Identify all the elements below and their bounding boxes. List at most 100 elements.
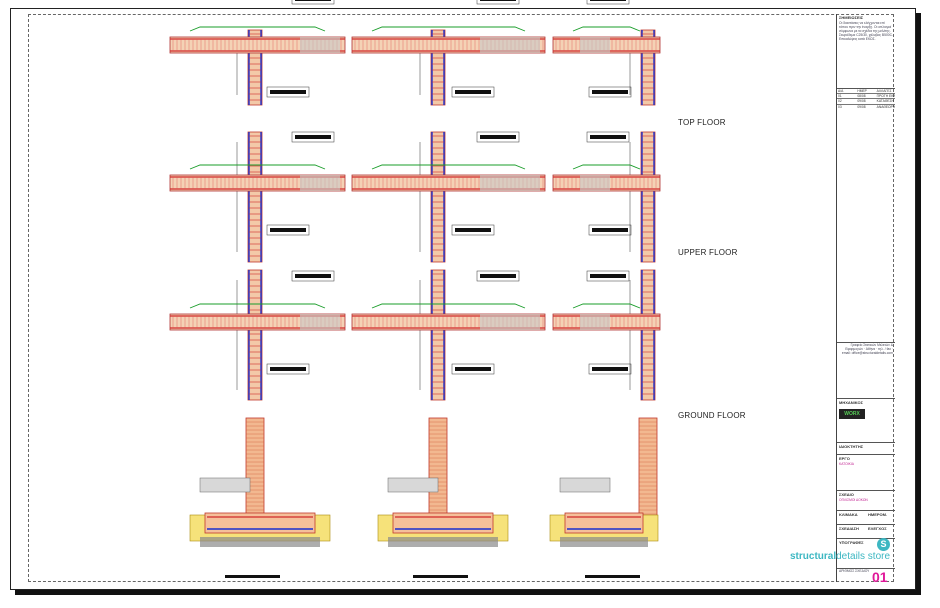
- company-logo: WORX: [839, 409, 865, 419]
- drawn-label: ΣΧΕΔΙΑΣΗ: [839, 526, 859, 531]
- footing-pad: [564, 512, 644, 534]
- footing-gravel: [200, 537, 320, 547]
- callout-frame: [451, 363, 495, 375]
- beam-hatch: [480, 37, 540, 53]
- beam-hatch: [580, 314, 610, 330]
- engineer-label: ΜΗΧΑΝΙΚΟΣ: [839, 400, 863, 405]
- callout-frame: [451, 224, 495, 236]
- callout-label: [592, 90, 628, 94]
- signatures-box: ΥΠΟΓΡΑΦΕΣ: [837, 538, 895, 578]
- callout-frame: [586, 131, 630, 143]
- office-box: Γραφείο Στατικών Μελετών & Εφαρμογών · Α…: [837, 342, 895, 398]
- callout-label: [295, 274, 331, 278]
- project-value: ΚΑΤΟΙΚΙΑ: [839, 462, 854, 466]
- callout-frame: [588, 86, 632, 98]
- column-section: [430, 269, 446, 401]
- callout-label: [270, 367, 306, 371]
- beam-bent-bar: [371, 303, 526, 309]
- callout-frame: [586, 270, 630, 282]
- floor-label-ground: GROUND FLOOR: [678, 411, 746, 420]
- callout-frame: [291, 0, 335, 5]
- footing-title-bar: [413, 575, 468, 578]
- callout-frame: [291, 131, 335, 143]
- callout-label: [455, 90, 491, 94]
- column-section: [640, 269, 656, 401]
- signatures-label: ΥΠΟΓΡΑΦΕΣ: [839, 540, 864, 545]
- title-block: ΣΗΜΕΙΩΣΕΙΣ Οι διαστάσεις να ελέγχονται ε…: [836, 14, 895, 582]
- callout-frame: [586, 0, 630, 5]
- drawing-label: ΣΧΕΔΙΟ: [839, 492, 854, 497]
- beam-bent-bar: [572, 303, 641, 309]
- callout-frame: [476, 131, 520, 143]
- footing-column: [638, 417, 658, 519]
- callout-label: [590, 274, 626, 278]
- beam-bent-bar: [572, 26, 641, 32]
- beam-bent-bar: [371, 164, 526, 170]
- footing-title-bar: [585, 575, 640, 578]
- sheet-number: 01: [872, 569, 888, 585]
- callout-frame: [588, 363, 632, 375]
- project-box: ΕΡΓΟ ΚΑΤΟΙΚΙΑ: [837, 454, 895, 470]
- beam-hatch: [300, 314, 340, 330]
- slab-section: [387, 477, 439, 493]
- footing-column: [245, 417, 265, 519]
- revision-row: 01 08/08 ΠΡΩΤΗ ΕΚΔΟΣΗ: [837, 93, 895, 99]
- revision-row: 02 09/08 ΚΑΤΑΘΕΣΗ: [837, 98, 895, 104]
- callout-label: [455, 228, 491, 232]
- beam-hatch: [300, 175, 340, 191]
- owner-label: ΙΔΙΟΚΤΗΤΗΣ: [839, 444, 864, 449]
- beam-hatch: [480, 175, 540, 191]
- revisions-header: Α/Α ΗΜΕΡ ΑΛΛΑΓΕΣ: [838, 89, 892, 93]
- drawing-box: ΣΧΕΔΙΟ ΟΠΛΙΣΜΟΙ ΔΟΚΩΝ: [837, 490, 895, 510]
- callout-label: [480, 274, 516, 278]
- footing-pad: [204, 512, 316, 534]
- beam-hatch: [580, 175, 610, 191]
- project-label: ΕΡΓΟ: [839, 456, 850, 461]
- notes-text: Οι διαστάσεις να ελέγχονται επί τόπου πρ…: [839, 21, 893, 41]
- callout-label: [480, 135, 516, 139]
- footing-gravel: [388, 537, 498, 547]
- callout-frame: [476, 0, 520, 5]
- slab-section: [559, 477, 611, 493]
- brand-wordmark: structuraldetails store: [790, 551, 891, 562]
- callout-label: [590, 135, 626, 139]
- beam-bent-bar: [572, 164, 641, 170]
- engineer-box: ΜΗΧΑΝΙΚΟΣ WORX: [837, 398, 895, 442]
- revision-row: 03 09/08 ΑΝΑΘΕΩΡΗΣΗ: [837, 103, 895, 109]
- callout-label: [270, 90, 306, 94]
- drawing-border: [28, 14, 894, 582]
- callout-frame: [266, 363, 310, 375]
- slab-section: [199, 477, 251, 493]
- column-section: [430, 131, 446, 263]
- date-label: ΗΜΕΡΟΜ.: [868, 512, 888, 517]
- footing-column: [428, 417, 448, 519]
- scale-date-box: ΚΛΙΜΑΚΑ ΗΜΕΡΟΜ.: [837, 510, 895, 524]
- callout-frame: [266, 224, 310, 236]
- notes-title: ΣΗΜΕΙΩΣΕΙΣ: [839, 15, 864, 20]
- footing-title-bar: [225, 575, 280, 578]
- floor-label-upper: UPPER FLOOR: [678, 248, 738, 257]
- notes-box: ΣΗΜΕΙΩΣΕΙΣ Οι διαστάσεις να ελέγχονται ε…: [837, 14, 895, 134]
- callout-label: [480, 0, 516, 1]
- callout-label: [592, 367, 628, 371]
- callout-label: [295, 135, 331, 139]
- callout-frame: [451, 86, 495, 98]
- drawn-checked-box: ΣΧΕΔΙΑΣΗ ΕΛΕΓΧΟΣ: [837, 524, 895, 538]
- callout-frame: [476, 270, 520, 282]
- drawing-value: ΟΠΛΙΣΜΟΙ ΔΟΚΩΝ: [839, 498, 868, 502]
- drawing-sheet: [10, 8, 916, 590]
- beam-hatch: [480, 314, 540, 330]
- callout-label: [592, 228, 628, 232]
- office-text: Γραφείο Στατικών Μελετών & Εφαρμογών · Α…: [841, 343, 893, 355]
- callout-label: [295, 0, 331, 1]
- brand-logo-icon: S: [877, 538, 890, 551]
- footing-pad: [392, 512, 494, 534]
- callout-label: [455, 367, 491, 371]
- column-section: [247, 131, 263, 263]
- beam-bent-bar: [189, 26, 326, 32]
- beam-hatch: [300, 37, 340, 53]
- beam-bent-bar: [189, 303, 326, 309]
- column-section: [640, 131, 656, 263]
- revisions-table: Α/Α ΗΜΕΡ ΑΛΛΑΓΕΣ 01 08/08 ΠΡΩΤΗ ΕΚΔΟΣΗ 0…: [837, 88, 895, 118]
